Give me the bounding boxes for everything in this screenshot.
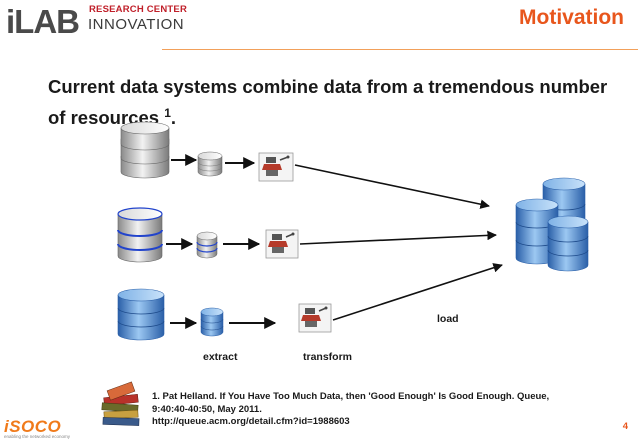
slide-title: Motivation <box>519 6 624 29</box>
label-transform: transform <box>303 351 353 363</box>
page-number: 4 <box>622 421 628 432</box>
arrow-load-1 <box>294 164 490 209</box>
reference-footnote: 1. Pat Helland. If You Have Too Much Dat… <box>152 391 592 429</box>
source-database-1 <box>120 121 170 179</box>
reference-line-2: 9:40:40-40:50, May 2011. <box>152 403 262 415</box>
arrow-load-3 <box>332 263 503 321</box>
ilab-logo-text: iLAB <box>6 3 80 40</box>
label-load: load <box>437 313 459 325</box>
transform-meat-grinder-1 <box>258 152 294 182</box>
extracted-database-1 <box>197 151 223 177</box>
reference-line-1: 1. Pat Helland. If You Have Too Much Dat… <box>152 391 550 402</box>
transform-meat-grinder-3 <box>298 303 332 333</box>
books-icon <box>101 381 140 426</box>
headline-trailing: . <box>170 107 177 129</box>
reference-url[interactable]: http://queue.acm.org/detail.cfm?id=19886… <box>152 416 350 427</box>
warehouse-cylinder-left <box>515 198 559 265</box>
isoco-tagline: enabling the networked economy <box>4 434 71 439</box>
source-database-2 <box>117 207 163 263</box>
warehouse-cylinder-front <box>547 215 589 272</box>
isoco-logo: iSOCO <box>4 417 62 436</box>
transform-meat-grinder-2 <box>265 229 299 259</box>
extracted-database-2 <box>196 231 218 259</box>
logo-research-center: RESEARCH CENTER <box>89 4 188 15</box>
source-database-3 <box>117 288 165 341</box>
headline-superscript: 1 <box>164 106 171 120</box>
target-data-warehouse <box>515 177 589 272</box>
ilab-logo: iLAB <box>6 3 80 40</box>
logo-innovation: INNOVATION <box>88 16 185 33</box>
arrow-load-2 <box>299 230 497 245</box>
label-extract: extract <box>203 351 238 363</box>
title-divider <box>162 49 638 50</box>
extracted-database-3 <box>200 307 224 337</box>
